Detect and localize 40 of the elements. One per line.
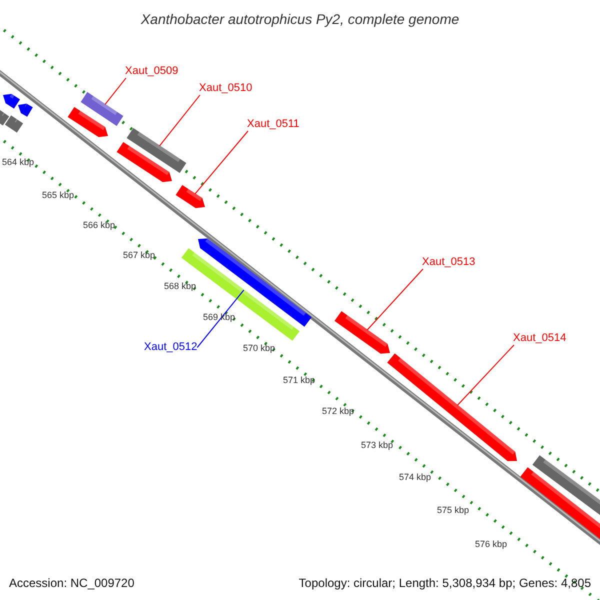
position-label: 570 kbp: [243, 343, 276, 354]
position-label: 572 kbp: [322, 406, 354, 417]
gene-label: Xaut_0513: [422, 256, 476, 269]
leader-line: [194, 130, 248, 194]
gene-bar: [126, 128, 186, 173]
leader-line: [159, 94, 200, 146]
gene-label: Xaut_0511: [247, 118, 300, 131]
position-label: 566 kbp: [83, 220, 116, 231]
gene-label: Xaut_0514: [513, 332, 566, 345]
position-label: 567 kbp: [123, 250, 156, 261]
gene-bar: [334, 311, 390, 354]
position-label: 564 kbp: [2, 157, 34, 168]
leader-line: [456, 344, 514, 406]
position-label: 576 kbp: [475, 539, 508, 550]
gene-bar: [198, 238, 312, 327]
leader-line: [104, 78, 126, 105]
position-label: 575 kbp: [437, 505, 470, 516]
gene-bar: [18, 104, 33, 117]
gene-bar: [80, 92, 124, 126]
gene-bar: [181, 248, 300, 341]
gene-bar: [3, 94, 20, 109]
position-label: 573 kbp: [361, 440, 394, 451]
position-label: 568 kbp: [164, 281, 196, 292]
gene-label: Xaut_0512: [144, 341, 198, 354]
gene-label: Xaut_0510: [199, 82, 252, 95]
gene-bar: [532, 455, 600, 517]
leader-line: [196, 290, 244, 348]
position-label: 574 kbp: [399, 472, 432, 483]
gene-label: Xaut_0509: [125, 65, 178, 78]
gene-bar: [68, 107, 108, 138]
accession-text: Accession: NC_009720: [9, 575, 134, 592]
gene-bar: [116, 142, 172, 182]
position-label: 565 kbp: [42, 190, 74, 201]
gene-bar: [176, 185, 205, 208]
leader-line: [366, 268, 424, 331]
gene-bar: [520, 467, 600, 541]
gene-bar: [0, 110, 10, 126]
genome-stats-text: Topology: circular; Length: 5,308,934 bp; Genes: 4,805: [298, 575, 591, 592]
position-label: 571 kbp: [283, 375, 316, 386]
title: Xanthobacter autotrophicus Py2, complete genome: [140, 10, 460, 29]
